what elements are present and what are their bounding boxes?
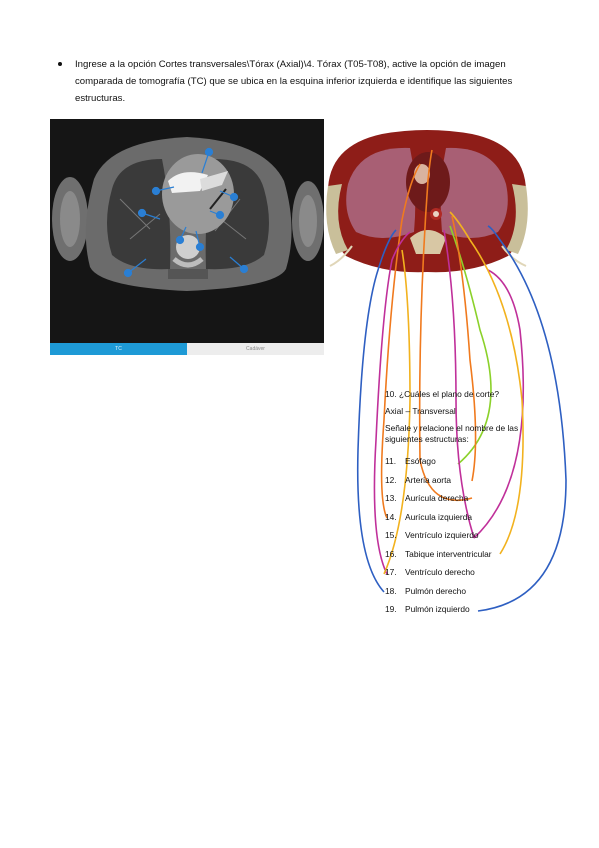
question-text: ¿Cuáles el plano de corte? bbox=[398, 389, 500, 399]
question-number: 10. bbox=[385, 389, 397, 399]
list-item: 12.Arteria aorta bbox=[385, 474, 452, 485]
list-item: 16.Tabique interventricular bbox=[385, 548, 492, 559]
list-item: 11.Esófago bbox=[385, 456, 436, 466]
list-item: 19.Pulmón izquierdo bbox=[385, 604, 470, 614]
question-block: 10. ¿Cuáles el plano de corte? Axial – T… bbox=[385, 389, 535, 445]
list-item: 18.Pulmón derecho bbox=[385, 585, 466, 596]
tab-tc[interactable]: TC bbox=[50, 343, 187, 355]
list-item: 13.Aurícula derecha bbox=[385, 493, 469, 503]
list-item: 14.Aurícula izquierda bbox=[385, 511, 473, 522]
list-item: 15.Ventrículo izquierdo bbox=[385, 530, 479, 540]
bullet-dot bbox=[58, 62, 62, 66]
ct-scan-image bbox=[50, 119, 324, 355]
structures-instruction: Señale y relacione el nombre de las sigu… bbox=[385, 423, 519, 444]
list-item: 17.Ventrículo derecho bbox=[385, 567, 475, 577]
ct-image-panel bbox=[50, 119, 324, 355]
question-answer: Axial – Transversal bbox=[385, 406, 456, 416]
viewer-tab-bar: TC Cadáver bbox=[50, 343, 324, 355]
question-10: 10. ¿Cuáles el plano de corte? bbox=[385, 389, 535, 400]
tab-cadaver[interactable]: Cadáver bbox=[187, 343, 324, 355]
structures-list: 11.Esófago 12.Arteria aorta 13.Aurícula … bbox=[385, 456, 545, 623]
instruction-text: Ingrese a la opción Cortes transversales… bbox=[75, 59, 513, 104]
cadaver-cross-section-image bbox=[326, 130, 528, 273]
